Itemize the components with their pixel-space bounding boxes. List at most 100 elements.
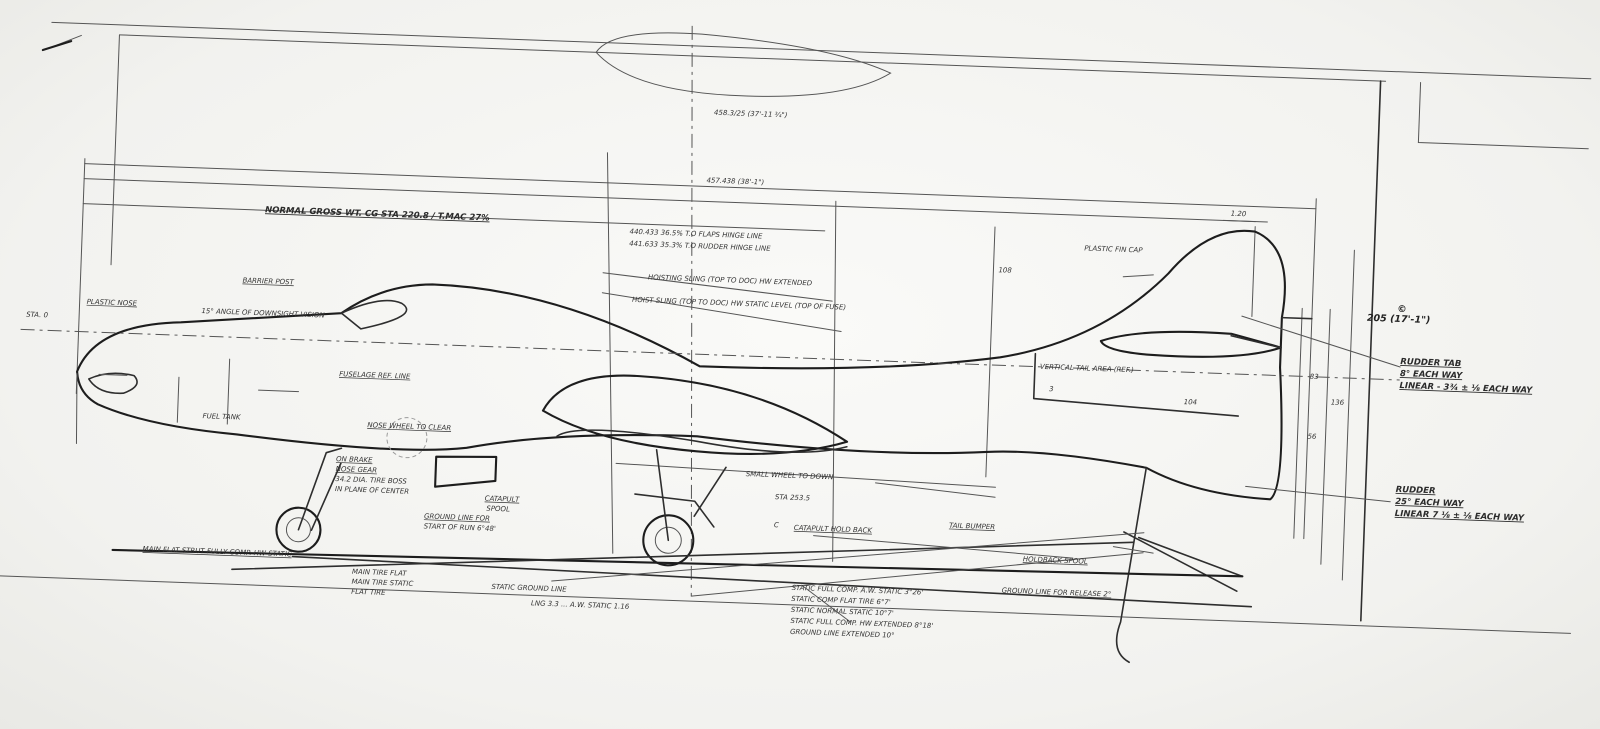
vertical-tail-area-label: VERTICAL TAIL AREA (REF.) [1040, 363, 1135, 374]
rudder-tab-each-way: 8° EACH WAY [1400, 369, 1464, 381]
sta-marker-a [176, 376, 180, 423]
fuselage-ref-line-label: FUSELAGE REF. LINE [339, 370, 411, 381]
rudder-tab-ref [1281, 316, 1313, 320]
rudder-linear: LINEAR 7 ⅛ ± ⅛ EACH WAY [1395, 509, 1525, 524]
fin-cap-leader [1122, 274, 1154, 278]
strut-ref-line [875, 482, 996, 498]
rudder-leader [1245, 485, 1391, 503]
tire-note-3: FLAT TIRE [351, 588, 386, 597]
drawing-group: 458.3/25 (37'-11 ¾") 457.438 (38'-1") NO… [0, 21, 1592, 664]
tail-bumper-label: TAIL BUMPER [949, 522, 995, 532]
catapult-spool-block [434, 455, 498, 488]
rudder-each-way: 25° EACH WAY [1395, 497, 1464, 510]
gear-note-1: ON BRAKE [336, 455, 373, 464]
gear-note-3: 34.2 DIA. TIRE BOSS [335, 475, 407, 486]
chord-right-a: 136 [1331, 398, 1345, 407]
top-border-line [51, 21, 1592, 80]
strut-note: STA 253.5 [775, 493, 811, 502]
holdback-spool-label: HOLDBACK SPOOL [1023, 555, 1088, 565]
rudder-tab-leader [1241, 315, 1401, 368]
copyright-mark: © [1397, 304, 1407, 315]
tail-station-vertical [1303, 198, 1317, 540]
wing-trailing-strut [615, 462, 996, 488]
overall-length-dim: 457.438 (38'-1") [706, 176, 764, 186]
fuel-tank-label: FUEL TANK [202, 412, 242, 421]
ground-line-release [291, 555, 1253, 608]
ground-line-extended [551, 532, 1145, 582]
normal-gross-cg-label: NORMAL GROSS WT. CG STA 220.8 / T.MAC 27… [265, 205, 490, 223]
gear-note-2: NOSE GEAR [336, 465, 378, 475]
overall-length-line [84, 163, 1317, 210]
rudder-tab-linear: LINEAR - 3¾ ± ⅛ EACH WAY [1399, 381, 1533, 396]
gear-note-4: IN PLANE OF CENTER [335, 485, 410, 496]
overall-height-dim: 205 (17'-1") [1367, 313, 1431, 326]
nose-wheel-clearance-circle [386, 417, 428, 459]
leader-lines [801, 274, 1401, 623]
bottom-left-note: MAIN FLAT STRUT FULLY COMP. HW STATIC [142, 545, 291, 558]
bottom-note-3: STATIC NORMAL STATIC 10°7' [791, 606, 894, 618]
corner-pointer-bold [41, 40, 73, 52]
catapult-sub-label: SPOOL [486, 505, 510, 514]
fin-ref-3: 3 [1049, 385, 1054, 393]
holdback-line [813, 535, 1074, 559]
flap-hinge-label: 440.433 36.5% T.O FLAPS HINGE LINE [629, 228, 763, 241]
main-gear [634, 449, 727, 567]
left-frame-vertical [110, 34, 120, 266]
ground-line-static [111, 548, 1244, 578]
wing-span-dim: 458.3/25 (37'-11 ¾") [714, 109, 788, 120]
circle-c-mark: C [774, 521, 779, 529]
nose-station-vertical [75, 158, 86, 395]
overall-height-line [1341, 249, 1355, 581]
nose-wheel-hub [285, 517, 311, 543]
right-vertical-frame [1360, 80, 1382, 622]
hoist-line-b [832, 200, 837, 562]
fuselage-outline [76, 229, 1286, 501]
barrier-post-label: BARRIER POST [242, 277, 294, 287]
fin-height-dim: 108 [998, 266, 1012, 275]
rudder-hinge-label: 441.633 35.3% T.O RUDDER HINGE LINE [629, 240, 771, 253]
hoist-cross-b [602, 272, 833, 302]
plastic-fin-cap-label: PLASTIC FIN CAP [1084, 244, 1143, 254]
tail-bumper-strut [1123, 531, 1238, 592]
hoist-cross-a [601, 292, 842, 332]
rudder-tab-label: RUDDER TAB [1400, 357, 1461, 369]
nose-detail [98, 373, 128, 376]
stabilizer-tip [1230, 334, 1282, 349]
nose-drop-line [75, 373, 78, 445]
mid-note: LNG 3.3 ... A.W. STATIC 1.16 [531, 599, 630, 611]
sta-marker-b [226, 358, 231, 425]
sta-0-label: STA. 0 [26, 311, 49, 320]
fin-tip-line [1251, 226, 1256, 318]
height-sub-line-b [1320, 308, 1331, 565]
ground-line-start-label-2: START OF RUN 6°48' [424, 522, 497, 533]
main-gear-link [693, 466, 727, 518]
ground-lines [111, 482, 1253, 608]
main-gear-strut [655, 449, 670, 542]
nose-cone [88, 372, 138, 395]
wing-planform-outline [595, 32, 892, 97]
cg-line [82, 203, 826, 232]
static-ground-label: STATIC GROUND LINE [491, 583, 567, 594]
tire-note-1: MAIN TIRE FLAT [352, 568, 408, 578]
ground-line-start-label: GROUND LINE FOR [424, 512, 490, 522]
bottom-border-line [0, 575, 1571, 634]
catapult-holdback-label: CATAPULT HOLD BACK [794, 524, 874, 535]
catapult-label: CATAPULT [485, 495, 521, 504]
bottom-note-5: GROUND LINE EXTENDED 10° [790, 628, 895, 640]
bottom-notes-leader [801, 584, 851, 623]
wing-lower-surface [556, 429, 848, 453]
fin-tip-dim [1222, 219, 1268, 223]
hoist-sling-static-label: HOIST SLING (TOP TO DOC) HW STATIC LEVEL… [632, 296, 847, 312]
plastic-nose-label: PLASTIC NOSE [87, 298, 138, 308]
height-sub-line-a [1293, 307, 1303, 539]
ground-line-comp [690, 552, 1144, 597]
wing-center-line [690, 25, 693, 597]
frame-lines [0, 21, 1592, 634]
bottom-note-2: STATIC COMP FLAT TIRE 6°7' [791, 595, 891, 607]
sta-marker-c [258, 389, 300, 393]
fuselage [20, 229, 1400, 501]
rudder-lower-fin [1115, 466, 1148, 664]
tail-bumper-strut-2 [1137, 536, 1244, 578]
